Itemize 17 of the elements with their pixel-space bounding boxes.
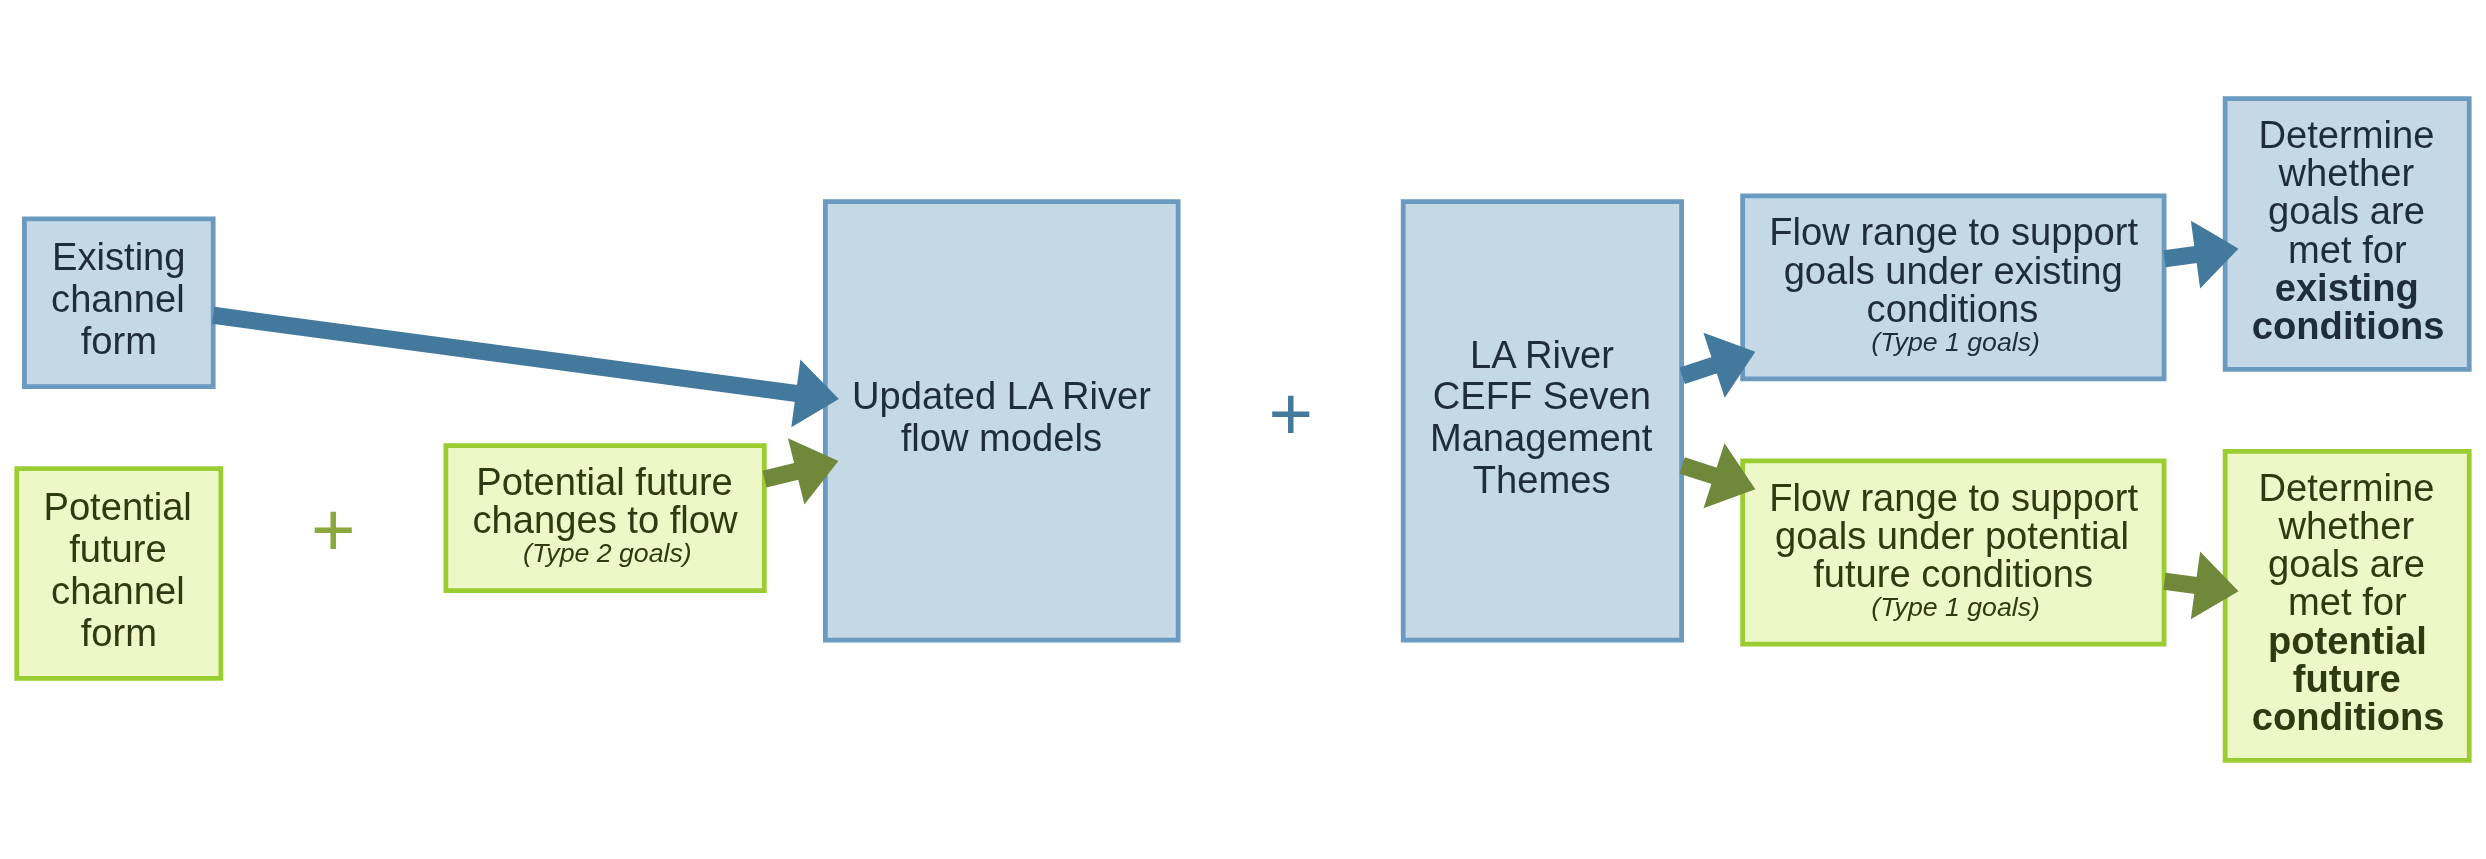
arrow — [2163, 220, 2239, 289]
arrow — [762, 438, 839, 505]
node-box: Determine whether goals are met for existing conditions — [2222, 96, 2472, 372]
node-box: Flow range to support goals under potential future conditions (Type 1 goals) — [1740, 458, 2167, 647]
node-box: Determine whether goals are met for potential future conditions — [2222, 449, 2472, 763]
node-box: LA River CEFF Seven Management Themes — [1400, 199, 1684, 643]
arrow — [1679, 443, 1756, 509]
arrow — [1679, 332, 1756, 398]
node-box: Existing channel form — [22, 216, 216, 389]
label: + — [311, 487, 356, 573]
label: + — [1268, 370, 1313, 456]
node-box: Updated LA River flow models — [822, 199, 1181, 643]
arrow — [2163, 551, 2239, 620]
node-box: Potential future channel form — [14, 466, 224, 681]
arrow — [212, 306, 839, 428]
node-box: Potential future changes to flow (Type 2 goals) — [443, 443, 767, 594]
node-box: Flow range to support goals under existing conditions (Type 1 goals) — [1740, 193, 2167, 382]
